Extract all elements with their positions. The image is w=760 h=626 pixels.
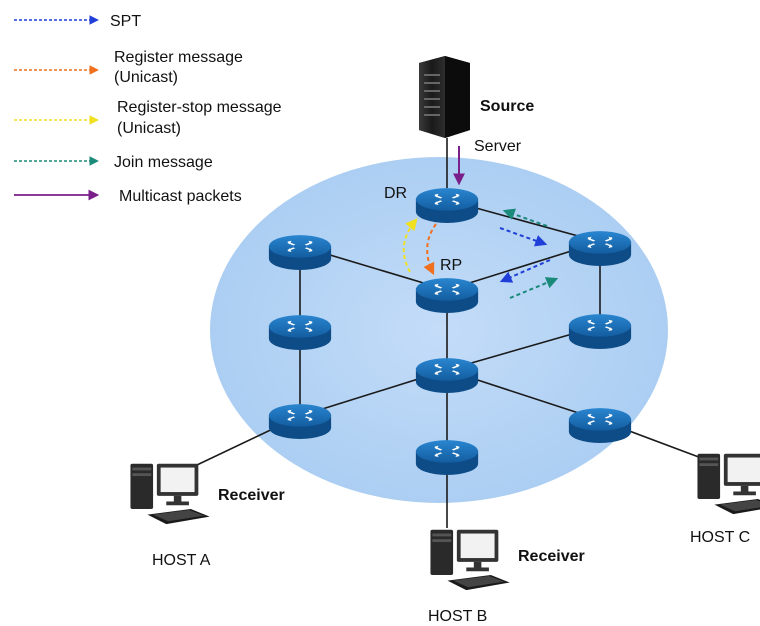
router-icon	[568, 231, 632, 266]
join-arrow-rp-to-r2	[509, 277, 559, 299]
legend-register-sublabel: (Unicast)	[114, 69, 178, 86]
receiver-b-label: Receiver	[518, 548, 585, 565]
legend-spt-label: SPT	[110, 13, 141, 30]
legend-register-stop-sublabel: (Unicast)	[117, 120, 181, 137]
source-server: Source Server	[419, 56, 534, 155]
rp-label: RP	[440, 257, 462, 274]
register-stop-arrow	[402, 218, 418, 273]
server-icon	[419, 56, 470, 138]
flow-arrows	[402, 146, 559, 299]
router-icon	[268, 404, 332, 439]
legend-item-join: Join message	[14, 154, 213, 171]
spt-arrow-r2-to-rp	[499, 259, 551, 283]
legend-item-spt: SPT	[14, 13, 141, 30]
legend-item-register: Register message (Unicast)	[14, 49, 243, 86]
source-label: Source	[480, 98, 534, 115]
host-b: Receiver HOST B	[428, 529, 585, 625]
router-icon	[568, 314, 632, 349]
desktop-computer-icon	[430, 529, 510, 591]
router-icon	[415, 358, 479, 393]
legend-item-register-stop: Register-stop message (Unicast)	[14, 99, 282, 137]
router-icon	[568, 408, 632, 443]
server-label: Server	[474, 138, 522, 155]
host-b-label: HOST B	[428, 608, 487, 625]
legend-register-label: Register message	[114, 49, 243, 66]
legend-multicast-label: Multicast packets	[119, 188, 242, 205]
host-c: HOST C	[690, 453, 760, 546]
legend: SPT Register message (Unicast) Register-…	[14, 13, 282, 205]
host-a: Receiver HOST A	[130, 463, 285, 569]
router-icon	[415, 188, 479, 223]
router-icon	[268, 235, 332, 270]
router-icon	[415, 278, 479, 313]
join-arrow-r2-to-dr	[502, 208, 548, 227]
desktop-computer-icon	[130, 463, 210, 525]
receiver-a-label: Receiver	[218, 487, 285, 504]
host-a-label: HOST A	[152, 552, 211, 569]
desktop-computer-icon	[697, 453, 760, 515]
router-icon	[415, 440, 479, 475]
legend-join-label: Join message	[114, 154, 213, 171]
legend-register-stop-label: Register-stop message	[117, 99, 282, 116]
router-icon	[268, 315, 332, 350]
spt-arrow-dr-to-r2	[499, 227, 548, 247]
legend-item-multicast: Multicast packets	[14, 188, 242, 205]
host-c-label: HOST C	[690, 529, 750, 546]
dr-label: DR	[384, 185, 407, 202]
